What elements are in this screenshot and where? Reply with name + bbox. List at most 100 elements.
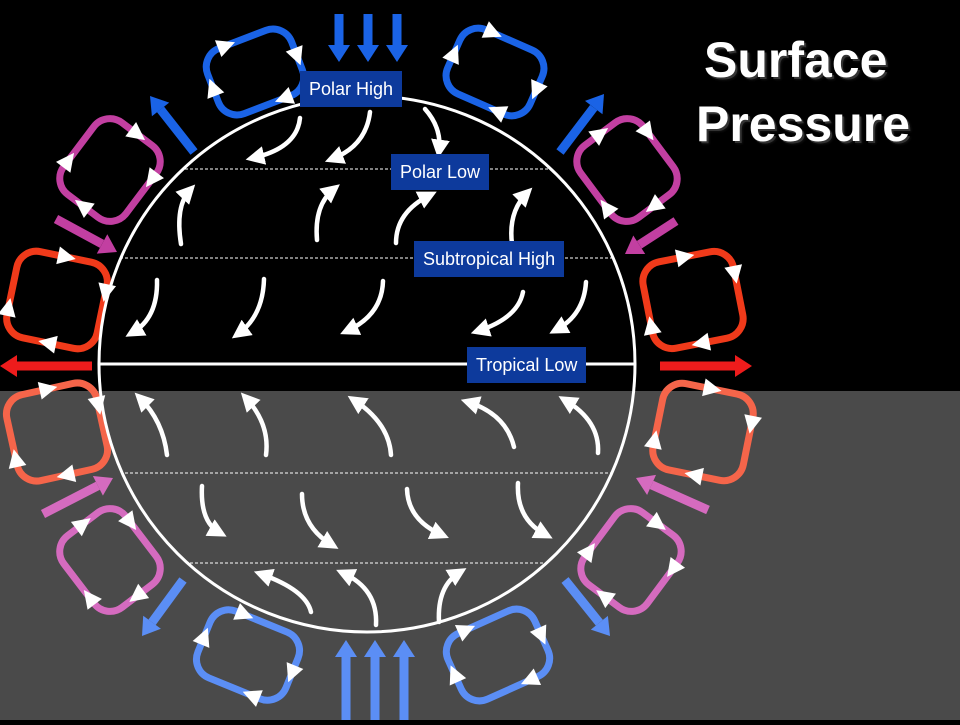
cell-arrowhead-icon	[645, 194, 666, 213]
flow-arrow-shaft	[53, 215, 105, 248]
cell-arrowhead-icon	[37, 381, 58, 400]
cell-arrowhead-icon	[442, 44, 459, 65]
cell-arrowhead-icon	[0, 298, 16, 318]
flow-arrow-head	[386, 45, 408, 62]
wind-arrow-icon	[460, 396, 517, 450]
vertical-flow-arrow-icon	[364, 640, 386, 720]
flow-arrow-shaft	[40, 481, 100, 519]
vertical-flow-arrow-icon	[150, 96, 198, 155]
flow-arrow-shaft	[561, 577, 603, 626]
cell-arrowhead-icon	[600, 199, 619, 220]
wind-arrow-icon	[231, 276, 267, 339]
cell-arrowhead-icon	[56, 246, 76, 265]
cell-arrowhead-icon	[145, 167, 164, 188]
wind-arrow-icon	[134, 392, 170, 458]
circulation-cell-icon	[639, 247, 747, 353]
cell-arrowhead-icon	[481, 21, 502, 38]
flow-arrow-shaft	[556, 104, 598, 155]
circulation-cell-icon	[442, 605, 554, 705]
wind-arrow-icon	[245, 115, 303, 165]
circulation-cell-icon	[442, 21, 548, 123]
circulation-cell-icon	[0, 246, 117, 354]
vertical-flow-arrow-icon	[393, 640, 415, 720]
circulation-cell-icon	[56, 505, 164, 615]
title-line-1: Surface	[704, 32, 888, 88]
vertical-flow-arrow-icon	[328, 14, 350, 62]
vertical-flow-arrow-icon	[636, 474, 710, 515]
wind-arrow-icon	[558, 396, 601, 456]
cell-arrowhead-icon	[233, 603, 254, 620]
circulation-cell-icon	[202, 25, 308, 119]
flow-arrow-head	[735, 355, 752, 377]
flow-arrow-head	[92, 476, 113, 496]
wind-arrow-icon	[340, 278, 386, 335]
wind-arrow-icon	[253, 568, 314, 615]
flow-arrow-shaft	[636, 217, 679, 249]
flow-arrow-head	[393, 640, 415, 657]
flow-arrow-shaft	[148, 577, 187, 625]
vertical-flow-arrow-icon	[556, 94, 604, 155]
cell-arrowhead-icon	[449, 665, 467, 686]
cell-arrowhead-icon	[70, 518, 91, 537]
circulation-cell-icon	[644, 378, 762, 486]
cell-arrowhead-icon	[207, 78, 225, 99]
cell-arrowhead-icon	[674, 249, 695, 268]
flow-arrow-head	[96, 234, 117, 254]
cell-arrowhead-icon	[125, 122, 146, 141]
flow-arrow-head	[625, 235, 646, 254]
cell-arrowhead-icon	[576, 543, 595, 563]
vertical-flow-arrow-icon	[660, 355, 752, 377]
cell-arrowhead-icon	[744, 414, 762, 434]
cell-arrowhead-icon	[286, 662, 304, 683]
cell-arrowhead-icon	[520, 668, 542, 685]
cell-arrowhead-icon	[488, 106, 509, 123]
cell-arrowhead-icon	[635, 120, 654, 141]
cell-arrowhead-icon	[285, 45, 303, 66]
wind-arrow-icon	[314, 184, 340, 243]
wind-arrow-icon	[175, 184, 196, 247]
cell-arrowhead-icon	[724, 264, 743, 284]
cell-arrowhead-icon	[702, 378, 722, 397]
flow-arrow-head	[150, 96, 170, 117]
vertical-flow-arrow-icon	[40, 476, 113, 519]
flow-arrow-head	[364, 640, 386, 657]
wind-arrow-icon	[240, 392, 269, 458]
cell-arrowhead-icon	[74, 199, 95, 218]
circulation-cell-icon	[2, 379, 112, 485]
wind-arrow-icon	[470, 289, 526, 337]
cell-arrowhead-icon	[192, 627, 210, 648]
cell-arrowhead-icon	[83, 589, 102, 610]
circulation-cell-icon	[192, 603, 304, 707]
vertical-flow-arrow-icon	[0, 355, 92, 377]
cell-arrowhead-icon	[454, 625, 476, 642]
circulation-cells	[0, 14, 762, 720]
flow-arrow-head	[0, 355, 17, 377]
wind-arrow-icon	[422, 106, 450, 159]
cell-arrowhead-icon	[118, 510, 137, 531]
wind-arrow-icon	[404, 486, 449, 540]
flow-arrow-head	[357, 45, 379, 62]
vertical-flow-arrow-icon	[357, 14, 379, 62]
cell-arrowhead-icon	[214, 40, 235, 58]
flow-arrow-head	[142, 615, 161, 636]
wind-arrow-icon	[436, 568, 467, 625]
cell-arrowhead-icon	[588, 127, 609, 146]
wind-arrow-icon	[199, 483, 227, 537]
cell-arrowhead-icon	[667, 557, 686, 577]
circulation-cell-icon	[56, 115, 164, 225]
wind-arrow-icon	[347, 395, 394, 458]
cell-arrowhead-icon	[56, 152, 75, 173]
cell-arrowhead-icon	[529, 624, 547, 645]
label-subtropical-high: Subtropical High	[414, 241, 565, 277]
wind-arrow-icon	[125, 277, 160, 337]
cell-arrowhead-icon	[242, 690, 263, 707]
cell-arrowhead-icon	[56, 464, 77, 483]
label-tropical-low: Tropical Low	[467, 347, 587, 383]
vertical-flow-arrow-icon	[561, 577, 610, 636]
cell-arrowhead-icon	[644, 430, 662, 450]
flow-arrow-head	[636, 474, 656, 495]
cell-arrowhead-icon	[531, 79, 548, 100]
wind-arrow-icon	[336, 569, 379, 628]
vertical-flow-arrow-icon	[335, 640, 357, 720]
